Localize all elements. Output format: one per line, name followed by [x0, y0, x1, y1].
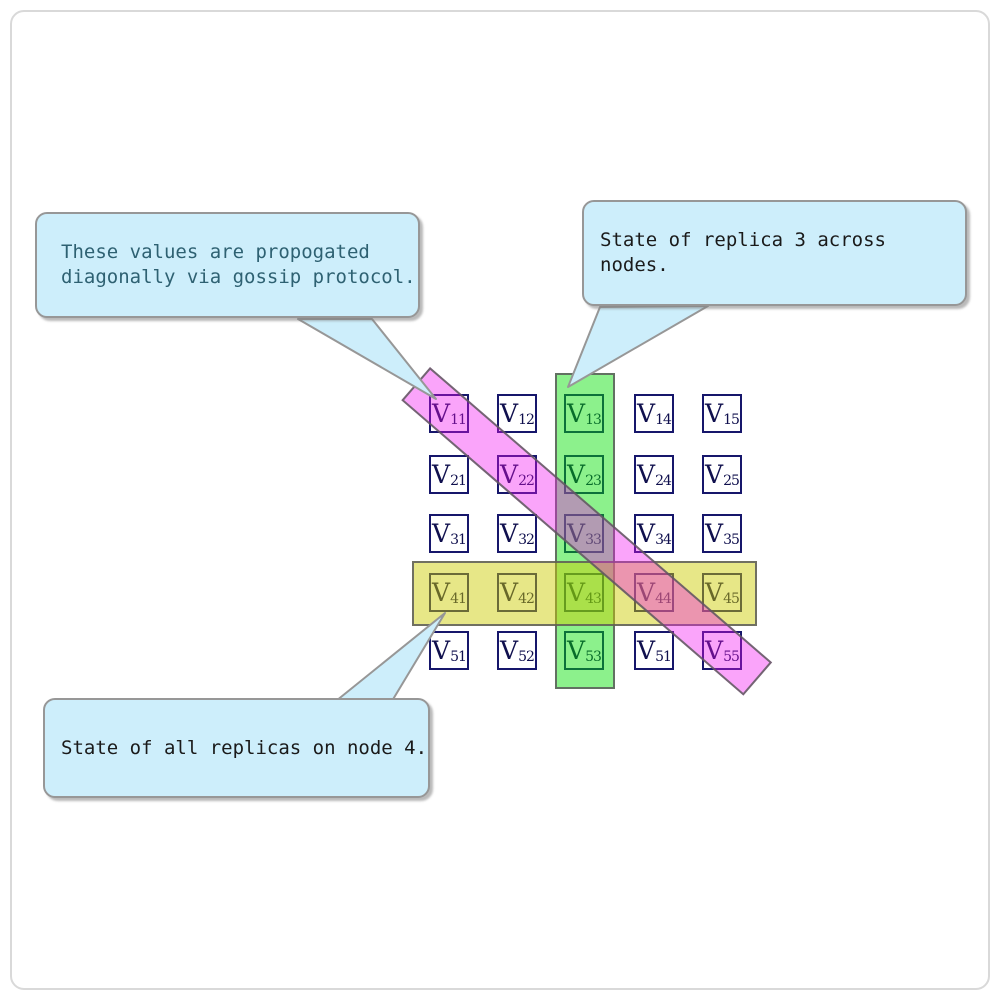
cell-symbol: V	[637, 519, 656, 548]
cell-subscript: 32	[518, 532, 535, 548]
cell-subscript: 43	[585, 591, 602, 607]
cell-subscript: 53	[585, 649, 602, 665]
callout-gossip-protocol: These values are propogated diagonally v…	[35, 212, 420, 318]
cell-subscript: 22	[518, 473, 535, 489]
cell-subscript: 51	[450, 649, 467, 665]
cell-symbol: V	[500, 399, 519, 428]
cell-subscript: 52	[518, 649, 535, 665]
cell-symbol: V	[637, 460, 656, 489]
cell-symbol: V	[567, 460, 586, 489]
cell-subscript: 13	[585, 412, 602, 428]
cell-subscript: 55	[723, 649, 740, 665]
cell-symbol: V	[432, 399, 451, 428]
cell-subscript: 12	[518, 412, 535, 428]
cell-subscript: 34	[655, 532, 672, 548]
cell-symbol: V	[432, 519, 451, 548]
cell-symbol: V	[637, 578, 656, 607]
cell-subscript: 14	[655, 412, 672, 428]
page-frame	[10, 10, 990, 990]
cell-symbol: V	[500, 578, 519, 607]
cell-symbol: V	[567, 636, 586, 665]
cell-subscript: 23	[585, 473, 602, 489]
cell-subscript: 33	[585, 532, 602, 548]
cell-symbol: V	[432, 460, 451, 489]
highlight-column-replica-3	[555, 373, 615, 689]
cell-symbol: V	[705, 519, 724, 548]
cell-subscript: 31	[450, 532, 467, 548]
cell-symbol: V	[567, 519, 586, 548]
cell-subscript: 35	[723, 532, 740, 548]
cell-symbol: V	[705, 578, 724, 607]
cell-subscript: 24	[655, 473, 672, 489]
callout-node-4: State of all replicas on node 4.	[43, 698, 430, 798]
highlight-row-node-4	[412, 561, 757, 626]
cell-subscript: 21	[450, 473, 467, 489]
cell-symbol: V	[567, 399, 586, 428]
cell-subscript: 11	[450, 412, 467, 428]
cell-symbol: V	[500, 519, 519, 548]
cell-symbol: V	[705, 636, 724, 665]
cell-subscript: 44	[655, 591, 672, 607]
cell-symbol: V	[637, 399, 656, 428]
cell-symbol: V	[705, 399, 724, 428]
callout-replica-3: State of replica 3 across nodes.	[582, 200, 967, 306]
cell-subscript: 15	[723, 412, 740, 428]
cell-symbol: V	[432, 636, 451, 665]
cell-subscript: 25	[723, 473, 740, 489]
cell-symbol: V	[637, 636, 656, 665]
cell-subscript: 45	[723, 591, 740, 607]
cell-subscript: 41	[450, 591, 467, 607]
cell-symbol: V	[500, 636, 519, 665]
cell-symbol: V	[432, 578, 451, 607]
cell-symbol: V	[705, 460, 724, 489]
cell-symbol: V	[567, 578, 586, 607]
cell-symbol: V	[500, 460, 519, 489]
cell-subscript: 51	[655, 649, 672, 665]
cell-subscript: 42	[518, 591, 535, 607]
